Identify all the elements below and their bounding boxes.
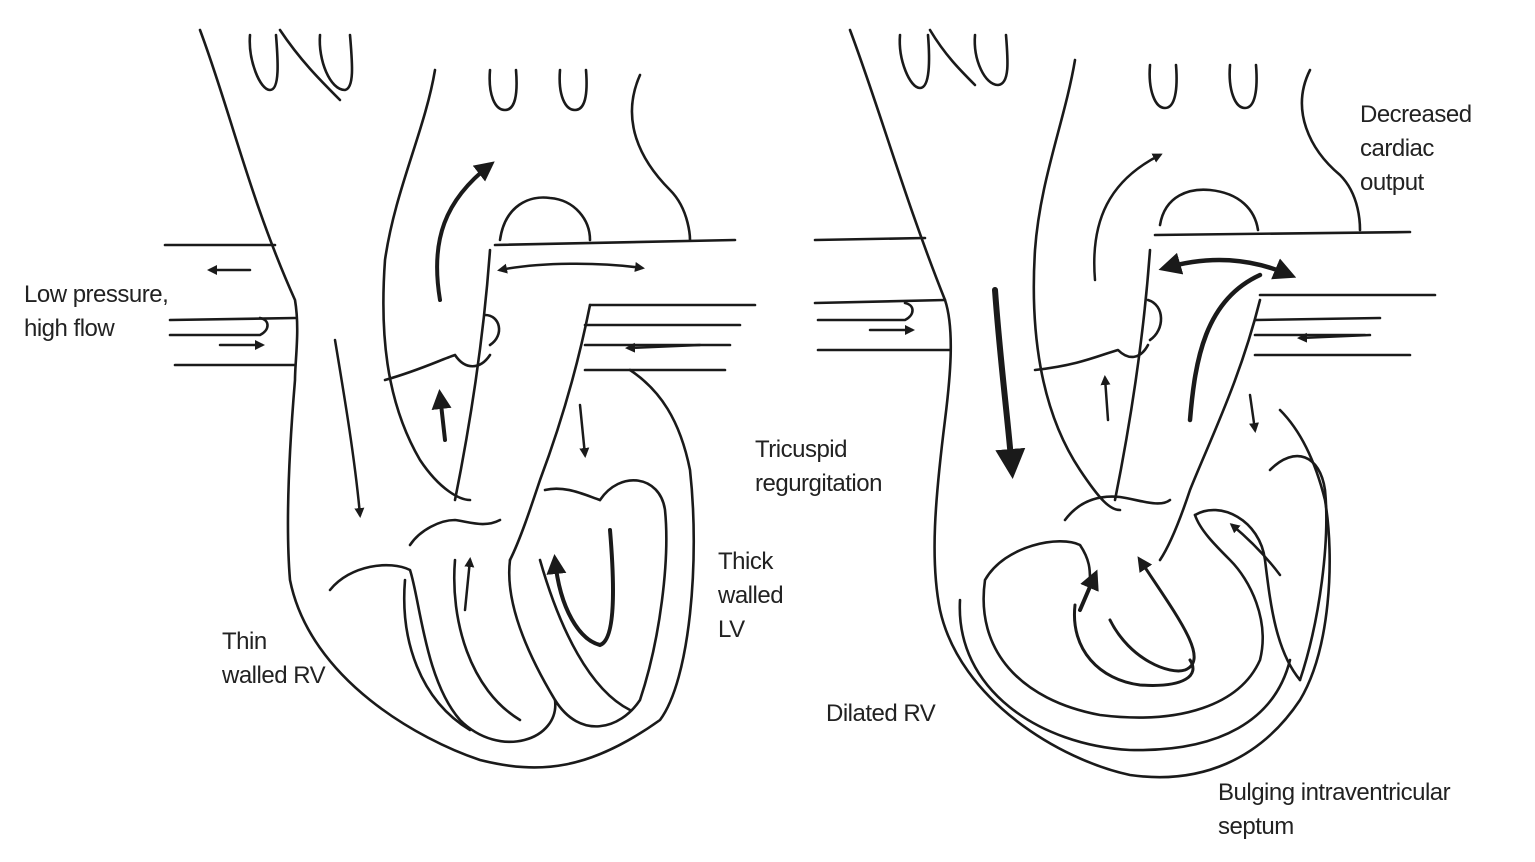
vc-2	[168, 316, 297, 322]
arrow-pv-in-2	[1297, 332, 1372, 343]
rv-inner-2	[982, 513, 1264, 719]
pulmonary-trunk-left-2	[1113, 248, 1152, 502]
pulmonary-trunk-left	[453, 248, 492, 502]
arrow-rv-up	[463, 557, 475, 612]
brachio-vessel-1	[248, 33, 279, 92]
aorta	[382, 68, 472, 502]
arrow-pa-bidir-2	[1158, 252, 1297, 280]
vc-3	[168, 316, 269, 337]
arrow-ra-down	[333, 338, 365, 518]
valve-small-2	[1146, 298, 1163, 342]
arch-vessel-1	[488, 68, 518, 112]
tricuspid-valve-2	[1063, 495, 1172, 522]
arrow-pa-bidir	[497, 262, 645, 274]
septum-bulge	[1193, 508, 1302, 682]
arch-vessel-4	[1228, 63, 1258, 110]
rv-trabecula-1	[403, 578, 472, 732]
brachio-vessel-4	[973, 33, 1009, 87]
brachio-vessel-2	[318, 33, 354, 92]
lv-inner	[507, 479, 668, 728]
arch-vessel-3	[1148, 63, 1178, 110]
rv-outer-wall-2	[958, 598, 1292, 752]
arrow-ra-down-big	[992, 287, 1026, 479]
label-tricuspid-regurgitation: Tricuspid regurgitation	[755, 436, 882, 497]
arrow-aorta-up-2	[1093, 153, 1163, 282]
pathological-flow-arrows	[868, 153, 1372, 687]
arch-vessel-2	[558, 68, 588, 112]
svc-left-wall-2	[928, 28, 977, 87]
arrow-la-down-2	[1248, 393, 1259, 433]
arrow-aorta-up	[435, 161, 495, 302]
pulmonary-trunk-right	[508, 303, 592, 562]
pulmonary-trunk-right-2	[1158, 298, 1262, 562]
pulmonary-bulb	[498, 196, 592, 242]
dilated-heart	[813, 28, 1437, 779]
arrow-rv-tip	[1078, 569, 1099, 612]
svc-right-wall	[198, 28, 696, 769]
arrow-la-up	[1187, 272, 1263, 423]
pa-top	[493, 238, 737, 247]
arrow-la-down	[578, 403, 590, 458]
arrow-rv-swirl	[1108, 556, 1196, 673]
mitral-valve	[543, 487, 602, 502]
label-decreased-cardiac-output: Decreased cardiac output	[1360, 101, 1472, 196]
arrow-rv-swirl-2	[1072, 603, 1195, 687]
label-thin-walled-rv: Thin walled RV	[222, 628, 326, 689]
valve-left-2	[1033, 343, 1150, 372]
valve-left	[383, 353, 492, 382]
vc-7	[816, 301, 914, 322]
lv-inner-2	[1268, 454, 1328, 682]
vc-6	[813, 298, 947, 305]
vc-5	[813, 236, 927, 242]
label-dilated-rv: Dilated RV	[826, 700, 936, 727]
rv-inner	[328, 563, 557, 744]
label-thick-walled-lv: Thick walled LV	[718, 548, 784, 643]
valve-small	[483, 313, 501, 347]
pa-top-2	[1153, 230, 1412, 237]
normal-flow-arrows	[207, 161, 702, 648]
tricuspid-valve	[408, 518, 502, 547]
pv-5	[1253, 316, 1382, 322]
arrow-pv-in	[625, 342, 702, 353]
rv-trabecula-2	[453, 558, 522, 722]
aorta-inner-2	[1300, 68, 1362, 232]
pulmonary-bulb-2	[1158, 188, 1260, 232]
arrow-lv-loop	[546, 528, 615, 648]
label-low-pressure: Low pressure, high flow	[24, 281, 169, 342]
arrow-rvot-up	[431, 389, 452, 442]
brachio-vessel-3	[898, 33, 931, 90]
arrow-rvot-small	[1100, 375, 1111, 422]
arrow-lv-small	[1229, 523, 1282, 577]
aorta-2	[1032, 58, 1122, 512]
normal-heart	[163, 28, 757, 769]
svc-left-wall	[278, 28, 342, 102]
aorta-inner	[630, 73, 692, 242]
lv-wall	[538, 558, 632, 712]
label-bulging-septum: Bulging intraventricular septum	[1218, 779, 1451, 840]
